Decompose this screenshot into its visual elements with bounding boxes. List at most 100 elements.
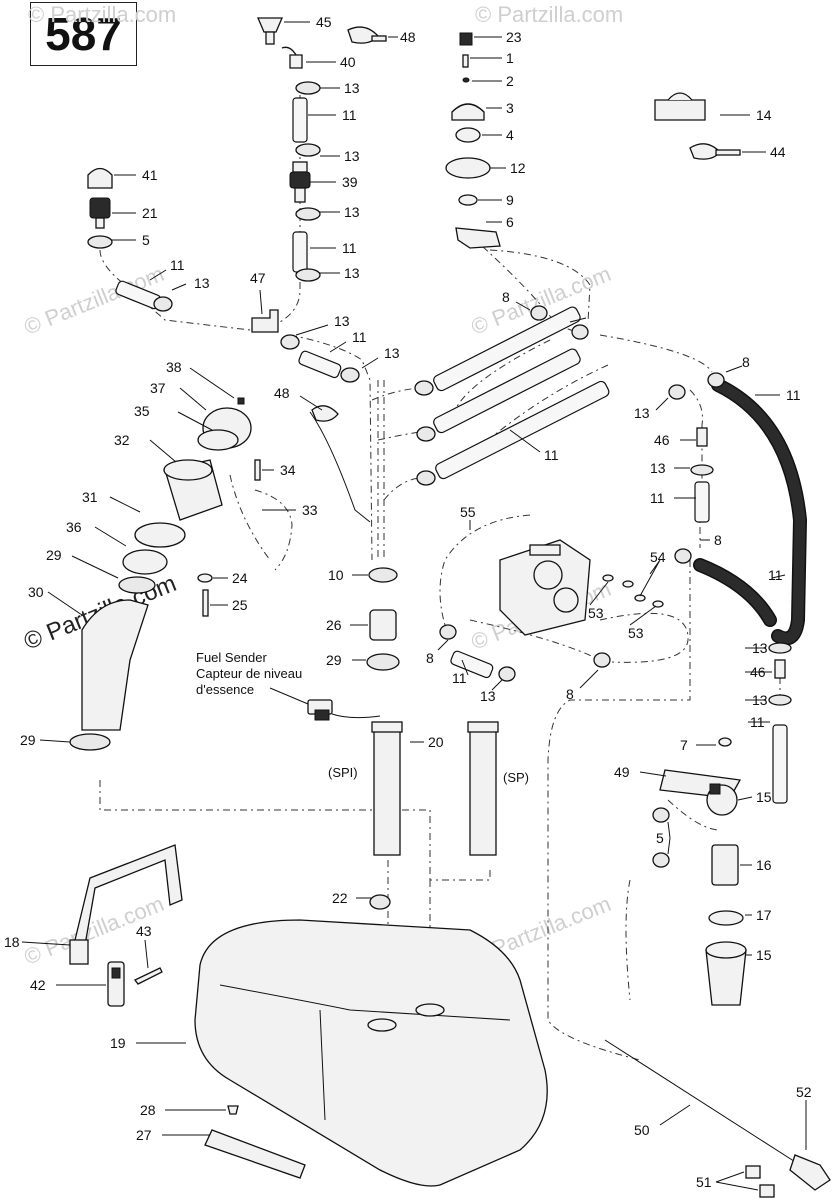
callout-13: 13 xyxy=(344,80,360,96)
callout-20: 20 xyxy=(428,734,444,750)
callout-19: 19 xyxy=(110,1035,126,1051)
sp-label: (SP) xyxy=(503,770,529,785)
callout-22: 22 xyxy=(332,890,348,906)
callout-17: 17 xyxy=(756,907,772,923)
callout-9: 9 xyxy=(506,192,514,208)
callout-11: 11 xyxy=(170,257,185,273)
callout-13: 13 xyxy=(752,692,768,708)
callout-13: 13 xyxy=(334,313,350,329)
callout-50: 50 xyxy=(634,1122,650,1138)
callout-30: 30 xyxy=(28,584,44,600)
callout-13: 13 xyxy=(650,460,666,476)
callout-11: 11 xyxy=(650,490,665,506)
callout-46: 46 xyxy=(654,432,670,448)
callout-28: 28 xyxy=(140,1102,156,1118)
callout-13: 13 xyxy=(344,148,360,164)
callout-11: 11 xyxy=(750,714,765,730)
fuel-sender-label-fr-1: Capteur de niveau xyxy=(196,666,302,681)
callout-51: 51 xyxy=(696,1174,712,1190)
callout-48: 48 xyxy=(400,29,416,45)
watermark: © Partzilla.com xyxy=(28,2,176,27)
callout-16: 16 xyxy=(756,857,772,873)
callout-38: 38 xyxy=(166,359,182,375)
callout-5: 5 xyxy=(142,232,150,248)
callout-8: 8 xyxy=(566,686,574,702)
callout-35: 35 xyxy=(134,403,150,419)
callout-11: 11 xyxy=(452,670,467,686)
callout-44: 44 xyxy=(770,144,786,160)
callout-13: 13 xyxy=(634,405,650,421)
callout-52: 52 xyxy=(796,1084,812,1100)
callout-27: 27 xyxy=(136,1127,152,1143)
callout-13: 13 xyxy=(384,345,400,361)
callout-31: 31 xyxy=(82,489,98,505)
callout-33: 33 xyxy=(302,502,318,518)
page-number: 587 xyxy=(45,8,122,60)
callout-15: 15 xyxy=(756,947,772,963)
callout-55: 55 xyxy=(460,504,476,520)
callout-15: 15 xyxy=(756,789,772,805)
callout-8: 8 xyxy=(426,650,434,666)
callout-14: 14 xyxy=(756,107,772,123)
hoses xyxy=(115,97,808,804)
callout-42: 42 xyxy=(30,977,46,993)
callout-13: 13 xyxy=(480,688,496,704)
callout-8: 8 xyxy=(742,354,750,370)
callout-47: 47 xyxy=(250,270,266,286)
callout-labels: 45 48 40 13 11 13 39 13 11 13 23 1 2 3 4… xyxy=(4,14,812,1190)
callout-32: 32 xyxy=(114,432,130,448)
callout-8: 8 xyxy=(714,532,722,548)
callout-48: 48 xyxy=(274,385,290,401)
leader-lines xyxy=(21,21,807,1191)
callout-23: 23 xyxy=(506,29,522,45)
callout-11: 11 xyxy=(342,240,357,256)
callout-13: 13 xyxy=(194,275,210,291)
page-number-box: 587 xyxy=(30,2,137,66)
callout-43: 43 xyxy=(136,923,152,939)
fuel-sender-label: Fuel Sender xyxy=(196,650,267,665)
callout-25: 25 xyxy=(232,597,248,613)
clamps xyxy=(69,81,792,910)
callout-29: 29 xyxy=(326,652,342,668)
callout-24: 24 xyxy=(232,570,248,586)
callout-7: 7 xyxy=(680,737,688,753)
callout-11: 11 xyxy=(786,387,801,403)
callout-2: 2 xyxy=(506,73,514,89)
callout-46: 46 xyxy=(750,664,766,680)
callout-11: 11 xyxy=(342,107,357,123)
callout-13: 13 xyxy=(752,640,768,656)
callout-11: 11 xyxy=(352,329,367,345)
callout-53: 53 xyxy=(588,605,604,621)
callout-13: 13 xyxy=(344,204,360,220)
callout-12: 12 xyxy=(510,160,526,176)
callout-11: 11 xyxy=(768,567,783,583)
callout-6: 6 xyxy=(506,214,514,230)
spi-label: (SPI) xyxy=(328,765,358,780)
callout-1: 1 xyxy=(506,50,514,66)
watermark: © Partzilla.com xyxy=(475,2,623,27)
callout-53: 53 xyxy=(628,625,644,641)
callout-49: 49 xyxy=(614,764,630,780)
callout-18: 18 xyxy=(4,934,20,950)
callout-54: 54 xyxy=(650,549,666,565)
callout-40: 40 xyxy=(340,54,356,70)
callout-29: 29 xyxy=(20,732,36,748)
part-shapes xyxy=(69,17,831,1198)
callout-29: 29 xyxy=(46,547,62,563)
callout-5: 5 xyxy=(656,830,664,846)
callout-45: 45 xyxy=(316,14,332,30)
callout-11: 11 xyxy=(544,447,559,463)
callout-41: 41 xyxy=(142,167,158,183)
callout-39: 39 xyxy=(342,174,358,190)
callout-21: 21 xyxy=(142,205,158,221)
callout-13: 13 xyxy=(344,265,360,281)
callout-10: 10 xyxy=(328,567,344,583)
callout-34: 34 xyxy=(280,462,296,478)
fuel-sender-label-fr-2: d'essence xyxy=(196,682,254,697)
callout-36: 36 xyxy=(66,519,82,535)
callout-26: 26 xyxy=(326,617,342,633)
callout-37: 37 xyxy=(150,380,166,396)
callout-3: 3 xyxy=(506,100,514,116)
callout-8: 8 xyxy=(502,289,510,305)
